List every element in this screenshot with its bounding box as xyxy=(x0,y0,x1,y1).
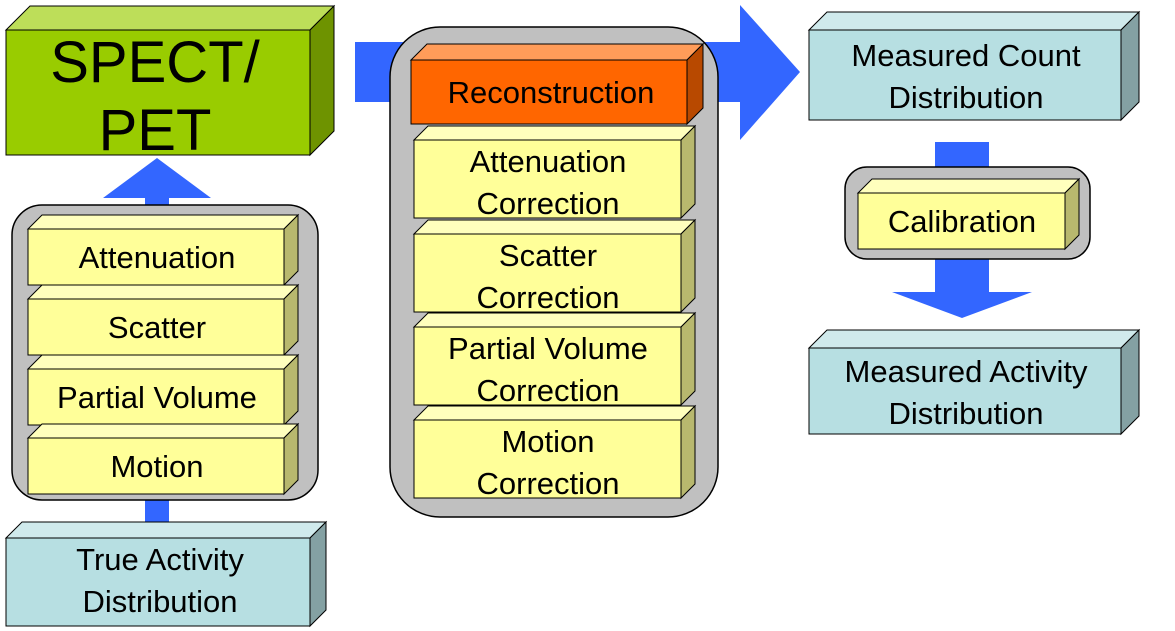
true-activity-box-top-face xyxy=(4,521,328,539)
partial-volume-correction-box-side-face xyxy=(680,311,696,407)
spect-pet-box-front-face xyxy=(5,29,311,156)
motion-correction-box-top-face xyxy=(412,405,697,421)
measured-activity-box xyxy=(807,328,1141,436)
scatter-box-front-face xyxy=(27,298,285,356)
measured-activity-box-top-face xyxy=(807,329,1141,349)
up-arrow-to-spect-pet xyxy=(103,158,211,205)
scatter-correction-box xyxy=(412,218,697,314)
motion-correction-box-front-face xyxy=(413,419,682,499)
calibration-box-top-face xyxy=(856,178,1081,194)
true-activity-label-line1: True Activity xyxy=(76,542,244,577)
motion-correction-label-line1: Motion xyxy=(501,424,594,459)
scatter-correction-label-line1: Scatter xyxy=(499,238,597,273)
motion-box-front-face xyxy=(27,437,285,495)
measured-activity-label-line1: Measured Activity xyxy=(845,354,1088,389)
partial-volume-box-top-face xyxy=(26,354,300,370)
spect-pet-label-line2: PET xyxy=(99,98,212,163)
boxes-layer xyxy=(4,4,1141,628)
calibration-label: Calibration xyxy=(888,204,1036,239)
partial-volume-correction-box-top-face xyxy=(412,312,697,328)
measured-activity-label-line2: Distribution xyxy=(888,396,1043,431)
reconstruction-box-front-face xyxy=(410,59,688,125)
scatter-correction-box-side-face xyxy=(680,218,696,314)
partial-volume-label: Partial Volume xyxy=(57,380,257,415)
spect-pet-box-side-face xyxy=(309,4,335,157)
measured-activity-box-side-face xyxy=(1120,328,1140,436)
true-activity-box-front-face xyxy=(5,537,311,627)
partial-volume-correction-label-line1: Partial Volume xyxy=(448,331,648,366)
scatter-box-top-face xyxy=(26,284,300,300)
measured-count-box-front-face xyxy=(808,29,1122,121)
scatter-correction-box-front-face xyxy=(413,233,682,313)
spect-pet-box-top-face xyxy=(4,5,336,31)
partial-volume-box xyxy=(26,353,300,427)
partial-volume-box-front-face xyxy=(27,368,285,426)
measured-activity-box-front-face xyxy=(808,347,1122,435)
attenuation-correction-box-side-face xyxy=(680,124,696,220)
attenuation-label: Attenuation xyxy=(79,240,236,275)
scatter-correction-box-top-face xyxy=(412,219,697,235)
true-activity-box xyxy=(4,520,328,628)
motion-box xyxy=(26,422,300,496)
attenuation-correction-box-front-face xyxy=(413,139,682,219)
down-arrow-to-measured-activity xyxy=(892,262,1032,318)
attenuation-correction-box xyxy=(412,124,697,220)
attenuation-correction-label-line2: Correction xyxy=(477,186,620,221)
calibration-box-front-face xyxy=(857,192,1066,250)
measured-count-box xyxy=(807,10,1141,122)
measured-count-label-line2: Distribution xyxy=(888,80,1043,115)
attenuation-correction-box-top-face xyxy=(412,125,697,141)
attenuation-box-top-face xyxy=(26,214,300,230)
measured-count-label-line1: Measured Count xyxy=(851,38,1081,73)
attenuation-box-front-face xyxy=(27,228,285,286)
partial-volume-correction-box-front-face xyxy=(413,326,682,406)
motion-label: Motion xyxy=(110,449,203,484)
attenuation-box xyxy=(26,213,300,287)
reconstruction-box xyxy=(409,42,705,126)
motion-correction-box xyxy=(412,404,697,500)
true-activity-label-line2: Distribution xyxy=(82,584,237,619)
measured-count-box-side-face xyxy=(1120,10,1140,122)
scatter-label: Scatter xyxy=(108,310,206,345)
spect-pet-box xyxy=(4,4,336,157)
partial-volume-correction-box xyxy=(412,311,697,407)
measured-count-box-top-face xyxy=(807,11,1141,31)
attenuation-correction-label-line1: Attenuation xyxy=(470,144,627,179)
reconstruction-label: Reconstruction xyxy=(448,75,655,110)
motion-correction-box-side-face xyxy=(680,404,696,500)
spect-pet-label-line1: SPECT/ xyxy=(50,30,260,95)
reconstruction-box-top-face xyxy=(409,43,705,61)
calibration-box xyxy=(856,177,1081,251)
scatter-box xyxy=(26,283,300,357)
motion-box-top-face xyxy=(26,423,300,439)
scatter-correction-label-line2: Correction xyxy=(477,280,620,315)
motion-correction-label-line2: Correction xyxy=(477,466,620,501)
arrow-stem-true-activity xyxy=(145,500,169,522)
true-activity-box-side-face xyxy=(309,520,327,628)
partial-volume-correction-label-line2: Correction xyxy=(477,373,620,408)
